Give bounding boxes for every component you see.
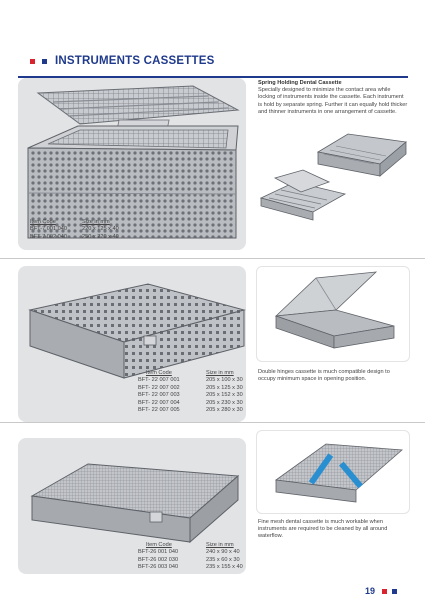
item-code: BFT- 22 007 005 <box>138 407 180 414</box>
item-code: BFT- 22 007 001 <box>138 377 180 384</box>
table-row: BFT-26 003 040 235 x 155 x 40 <box>138 564 243 571</box>
item-size: 205 x 152 x 30 <box>206 392 243 399</box>
item-code: BFT- 22 007 004 <box>138 399 180 406</box>
description-text: Specially designed to minimize the conta… <box>258 87 408 115</box>
hinged-cassette-image <box>28 283 246 379</box>
section3-description: Fine mesh dental cassette is much workab… <box>258 519 388 540</box>
column-header-size: Size in mm <box>82 219 110 225</box>
footer-square-navy <box>392 589 397 594</box>
section3-code-table: Item Code Size in mm BFT-26 001 040 240 … <box>138 542 243 572</box>
item-size: 205 x 230 x 30 <box>206 399 243 406</box>
column-header-item-code: Item Code <box>146 542 172 548</box>
section1-description: Spring Holding Dental Cassette Specially… <box>258 80 408 116</box>
open-mesh-cassette-image <box>274 443 403 503</box>
item-code: BFT- 22 007 002 <box>138 384 180 391</box>
open-hinged-cassette-image <box>274 271 395 349</box>
page-title: INSTRUMENTS CASSETTES <box>55 55 215 67</box>
table-row: BFT- 22 007 003 205 x 152 x 30 <box>138 392 243 399</box>
small-cassette-image <box>316 133 407 177</box>
section-divider <box>0 422 425 423</box>
table-header-row: Item Code Size in mm <box>138 542 243 549</box>
brand-square-navy <box>42 59 47 64</box>
table-row: BFT- 22 007 005 205 x 280 x 30 <box>138 407 243 414</box>
item-code: BFT-7 002 040 <box>30 233 68 240</box>
item-code: BFT-26 003 040 <box>138 564 179 571</box>
table-row: BFT-7 001 040 220 x 125 x 40 <box>30 226 119 233</box>
column-header-item-code: Item Code <box>30 219 56 225</box>
table-row: BFT-26 002 030 235 x 60 x 30 <box>138 557 243 564</box>
table-row: BFT-26 001 040 240 x 90 x 40 <box>138 549 243 556</box>
open-cassette-image <box>259 169 347 221</box>
fine-mesh-cassette-image <box>30 463 240 544</box>
table-row: BFT-7 002 040 250 x 220 x 40 <box>30 234 119 241</box>
item-size: 205 x 280 x 30 <box>206 407 243 414</box>
table-row: BFT- 22 007 001 205 x 100 x 30 <box>138 377 243 384</box>
item-size: 235 x 60 x 30 <box>206 556 240 563</box>
column-header-size: Size in mm <box>206 370 234 376</box>
item-size: 220 x 125 x 40 <box>82 226 119 233</box>
table-header-row: Item Code Size in mm <box>30 219 119 226</box>
spring-cassette-image <box>27 85 240 239</box>
section1-code-table: Item Code Size in mm BFT-7 001 040 220 x… <box>30 219 119 241</box>
footer-square-red <box>382 589 387 594</box>
brand-square-red <box>30 59 35 64</box>
section-divider <box>0 258 425 259</box>
item-code: BFT-26 001 040 <box>138 549 179 556</box>
column-header-item-code: Item Code <box>146 370 172 376</box>
table-row: BFT- 22 007 004 205 x 230 x 30 <box>138 400 243 407</box>
table-header-row: Item Code Size in mm <box>138 370 243 377</box>
item-size: 205 x 125 x 30 <box>206 384 243 391</box>
item-code: BFT- 22 007 003 <box>138 392 180 399</box>
item-size: 205 x 100 x 30 <box>206 377 243 384</box>
item-size: 250 x 220 x 40 <box>82 233 119 240</box>
page-number: 19 <box>364 586 375 596</box>
table-row: BFT- 22 007 002 205 x 125 x 30 <box>138 385 243 392</box>
section2-code-table: Item Code Size in mm BFT- 22 007 001 205… <box>138 370 243 414</box>
item-code: BFT-26 002 030 <box>138 556 179 563</box>
header-rule <box>18 76 408 78</box>
section2-description: Double hinges cassette is much compatibl… <box>258 369 390 383</box>
column-header-size: Size in mm <box>206 542 234 548</box>
item-size: 235 x 155 x 40 <box>206 564 243 571</box>
item-code: BFT-7 001 040 <box>30 226 68 233</box>
item-size: 240 x 90 x 40 <box>206 549 240 556</box>
description-title: Spring Holding Dental Cassette <box>258 80 342 86</box>
